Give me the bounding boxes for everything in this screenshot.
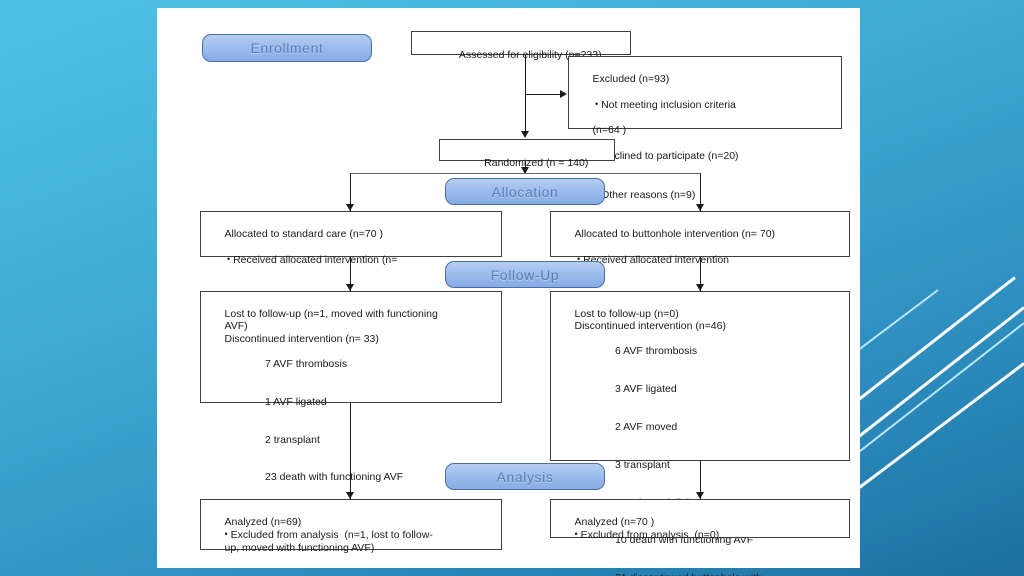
box-follow-right-item: 21 discontinued buttonhole with	[557, 572, 844, 576]
box-analyzed-left-line-3: up, moved with functioning AVF)	[224, 541, 375, 554]
box-analyzed-buttonhole: Analyzed (n=70 ) • Excluded from analysi…	[550, 499, 850, 541]
box-assessed-for-eligibility: Assessed for eligibility (n=233)	[411, 31, 631, 61]
stage-badge-analysis-label: Analysis	[496, 468, 554, 485]
box-followup-buttonhole: Lost to follow-up (n=0) Discontinued int…	[550, 291, 850, 576]
bullet-glyph: •	[227, 253, 231, 264]
box-randomized-text: Randomized (n = 140)	[484, 156, 589, 169]
stage-badge-followup-label: Follow-Up	[490, 266, 560, 283]
box-alloc-left-line-1: Allocated to standard care (n=70 )	[224, 227, 383, 240]
box-follow-left-line-2: AVF)	[224, 320, 248, 333]
box-excluded-item-1: • Not meeting inclusion criteria	[575, 98, 836, 112]
box-excluded-item-1-text: Not meeting inclusion criteria	[601, 98, 736, 111]
stage-badge-enrollment: Enrollment	[202, 34, 372, 62]
box-follow-right-line-1: Lost to follow-up (n=0)	[574, 307, 679, 320]
connector-followup-left	[350, 257, 351, 291]
arrow-allocation-left	[346, 204, 354, 211]
connector-analysis-right	[700, 461, 701, 499]
box-analyzed-right-line-2-text: Excluded from analysis (n=0)	[580, 529, 720, 542]
stage-badge-allocation-label: Allocation	[491, 183, 559, 200]
box-alloc-left-line-2: • Received allocated intervention (n=	[207, 253, 496, 267]
stage-badge-followup: Follow-Up	[445, 261, 605, 288]
connector-to-excluded	[525, 94, 560, 95]
box-excluded-item-1-cont: (n=64 )	[592, 123, 627, 136]
bullet-glyph: •	[224, 529, 228, 540]
arrow-followup-right	[696, 284, 704, 291]
arrow-allocation-right	[696, 204, 704, 211]
box-follow-right-item: 2 AVF moved	[615, 420, 678, 433]
box-analyzed-right-line-1: Analyzed (n=70 )	[574, 515, 655, 528]
connector-allocation-left-drop	[350, 173, 351, 212]
box-randomized: Randomized (n = 140)	[439, 139, 615, 169]
box-excluded: Excluded (n=93) • Not meeting inclusion …	[568, 56, 842, 201]
box-excluded-item-3-text: Other reasons (n=9)	[601, 188, 696, 201]
bullet-glyph: •	[595, 98, 599, 109]
bullet-glyph: •	[574, 529, 578, 540]
connector-allocation-right-drop	[700, 173, 701, 212]
box-allocated-buttonhole: Allocated to buttonhole intervention (n=…	[550, 211, 850, 304]
box-follow-left-item: 7 AVF thrombosis	[265, 357, 348, 370]
arrow-followup-left	[346, 284, 354, 291]
box-follow-right-line-2: Discontinued intervention (n=46)	[574, 320, 726, 333]
content-panel: Enrollment Assessed for eligibility (n=2…	[157, 8, 860, 576]
box-follow-left-line-3: Discontinued intervention (n= 33)	[224, 332, 379, 345]
box-analyzed-standard-care: Analyzed (n=69) • Excluded from analysis…	[200, 499, 502, 554]
box-excluded-item-2-text: Declined to participate (n=20)	[601, 150, 739, 163]
stage-badge-analysis: Analysis	[445, 463, 605, 490]
arrow-analysis-left	[346, 492, 354, 499]
box-analyzed-left-line-1: Analyzed (n=69)	[224, 515, 302, 528]
box-excluded-item-2: • Declined to participate (n=20)	[575, 149, 836, 163]
bullet-glyph: •	[577, 253, 581, 264]
box-follow-left-line-1: Lost to follow-up (n=1, moved with funct…	[224, 307, 438, 320]
box-follow-left-item: 1 AVF ligated	[265, 395, 327, 408]
arrow-analysis-right	[696, 492, 704, 499]
box-alloc-right-line-2-text: Received allocated intervention	[583, 253, 730, 266]
box-follow-right-item: 3 AVF ligated	[615, 383, 677, 396]
box-follow-left-item: 2 transplant	[265, 433, 320, 446]
connector-allocation-split	[350, 173, 701, 174]
box-alloc-left-line-2-text: Received allocated intervention (n=	[233, 253, 398, 266]
box-excluded-title: Excluded (n=93)	[592, 72, 670, 85]
box-analyzed-left-line-2: • Excluded from analysis (n=1, lost to f…	[225, 529, 433, 541]
connector-assessed-to-randomized	[525, 55, 526, 131]
box-follow-right-item: 3 transplant	[615, 458, 670, 471]
arrow-assessed-to-randomized	[521, 131, 529, 138]
box-follow-right-item: 6 AVF thrombosis	[615, 345, 698, 358]
arrow-randomized-down	[521, 167, 529, 174]
connector-analysis-left	[350, 403, 351, 499]
stage-badge-enrollment-label: Enrollment	[250, 40, 324, 56]
box-analyzed-left-line-2-text: Excluded from analysis (n=1, lost to fol…	[230, 529, 433, 542]
connector-followup-right	[700, 257, 701, 291]
box-alloc-right-line-1: Allocated to buttonhole intervention (n=…	[574, 227, 776, 240]
box-followup-standard-care: Lost to follow-up (n=1, moved with funct…	[200, 291, 502, 483]
box-excluded-item-3: • Other reasons (n=9)	[575, 188, 836, 202]
arrow-to-excluded	[560, 90, 567, 98]
decorative-streak-5	[855, 362, 1024, 492]
box-analyzed-right-line-2: • Excluded from analysis (n=0)	[575, 529, 720, 541]
box-follow-left-item: 23 death with functioning AVF	[265, 471, 404, 484]
stage-badge-allocation: Allocation	[445, 178, 605, 205]
box-allocated-standard-care: Allocated to standard care (n=70 ) • Rec…	[200, 211, 502, 304]
